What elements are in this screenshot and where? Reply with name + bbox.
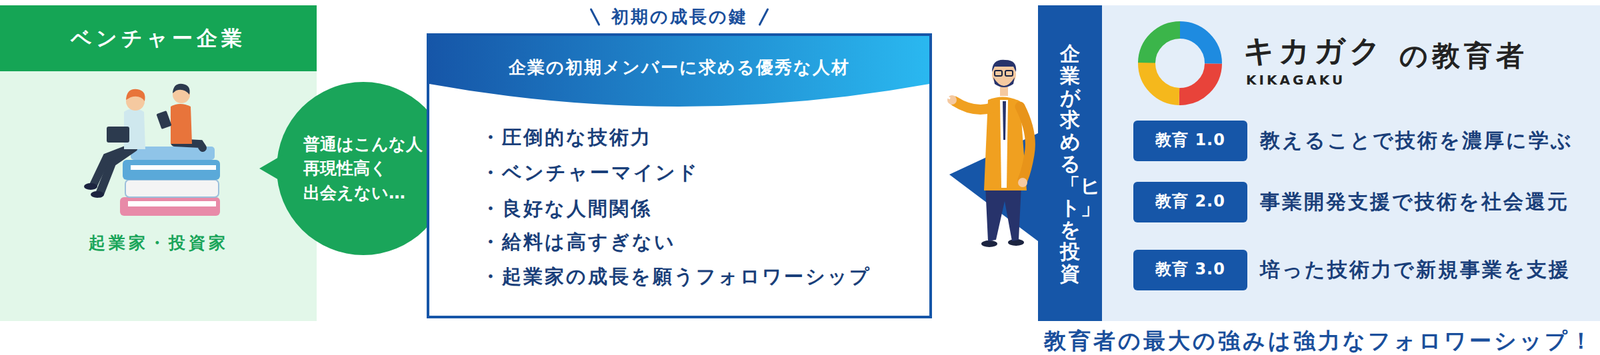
section-heading: 初期の成長の鍵 — [611, 5, 748, 29]
list-item: ・ベンチャーマインド — [480, 160, 700, 187]
kikagaku-panel: キカガクKIKAGAKU の教育者教えることで技術を濃厚に学ぶ事業開発支援で技術を… — [1102, 5, 1600, 322]
badge-text: 教育 3.0 — [1133, 258, 1248, 280]
list-item: ・圧倒的な技術力 — [480, 124, 652, 152]
list-item: ・給料は高すぎない — [480, 229, 676, 256]
bubble-pointer — [259, 152, 286, 186]
level-badge: 教育 1.0 — [1133, 120, 1248, 162]
level-description: 教えることで技術を濃厚に学ぶ — [1260, 127, 1574, 155]
brand-name: キカガク — [1243, 30, 1385, 72]
brand-suffix: の教育者 — [1399, 37, 1528, 75]
kikagaku-logo — [1135, 18, 1225, 108]
panel-label: 起業家・投資家 — [0, 232, 317, 254]
vertical-band: 企業が求める「ヒト」を投資 — [1038, 5, 1102, 322]
level-description: 培った技術力で新規事業を支援 — [1260, 256, 1571, 284]
presenter-figure — [941, 60, 1030, 248]
badge-text: 教育 1.0 — [1133, 129, 1248, 151]
heading-slash — [760, 9, 768, 25]
list-item: ・良好な人間関係 — [480, 196, 652, 223]
requirements-box: 初期の成長の鍵・圧倒的な技術力・ベンチャーマインド・良好な人間関係・給料は高すぎ… — [426, 33, 932, 319]
badge-text: 教育 2.0 — [1133, 190, 1248, 212]
header-band: 企業の初期メンバーに求める優秀な人材 — [429, 36, 930, 115]
panel-heading: ベンチャー企業 — [0, 5, 317, 72]
list-item: ・起業家の成長を願うフォロワーシップ — [480, 264, 872, 291]
vertical-text: 企業が求める「ヒト」を投資 — [1060, 42, 1080, 285]
level-description: 事業開発支援で技術を社会還元 — [1260, 188, 1570, 216]
heading-slash — [591, 9, 600, 25]
brand-romaji: KIKAGAKU — [1246, 72, 1346, 88]
level-badge: 教育 2.0 — [1133, 182, 1248, 223]
speech-bubble: 普通はこんな人 再現性高く 出会えない… — [276, 82, 450, 256]
bubble-text: 普通はこんな人 再現性高く 出会えない… — [303, 132, 434, 206]
band-title: 企業の初期メンバーに求める優秀な人材 — [429, 56, 930, 80]
caption: 教育者の最大の強みは強力なフォロワーシップ！ — [1044, 326, 1595, 355]
level-badge: 教育 3.0 — [1133, 250, 1248, 291]
